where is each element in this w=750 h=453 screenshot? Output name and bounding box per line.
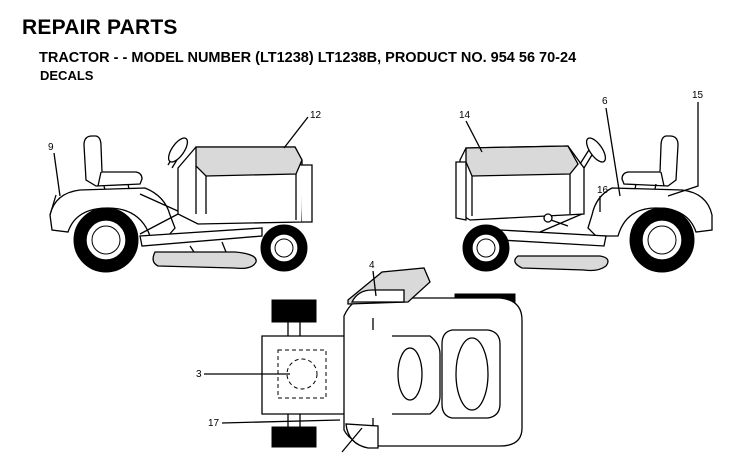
section-heading: DECALS bbox=[40, 68, 94, 83]
callout-17: 17 bbox=[208, 418, 341, 429]
tractor-top-view bbox=[261, 267, 523, 449]
svg-text:6: 6 bbox=[602, 96, 608, 107]
tractor-left-side-view bbox=[49, 135, 313, 273]
svg-text:17: 17 bbox=[208, 418, 220, 429]
callout-12: 12 bbox=[283, 110, 322, 149]
leader-line-bottom bbox=[341, 427, 363, 453]
svg-text:3: 3 bbox=[196, 369, 202, 380]
svg-text:9: 9 bbox=[48, 142, 54, 153]
callout-6: 6 bbox=[602, 96, 621, 197]
svg-text:15: 15 bbox=[692, 90, 704, 101]
callout-15: 15 bbox=[667, 90, 704, 197]
svg-text:12: 12 bbox=[310, 110, 322, 121]
tractor-right-side-view bbox=[455, 135, 713, 273]
svg-text:14: 14 bbox=[459, 110, 471, 121]
svg-text:16: 16 bbox=[597, 185, 609, 196]
callout-3: 3 bbox=[196, 369, 290, 380]
callout-9: 9 bbox=[48, 142, 61, 197]
model-subtitle: TRACTOR - - MODEL NUMBER (LT1238) LT1238… bbox=[39, 50, 577, 66]
callout-14: 14 bbox=[459, 110, 483, 153]
callout-4: 4 bbox=[369, 260, 377, 297]
svg-text:4: 4 bbox=[369, 260, 375, 271]
callout-16: 16 bbox=[597, 185, 609, 212]
page-title: REPAIR PARTS bbox=[22, 16, 178, 39]
